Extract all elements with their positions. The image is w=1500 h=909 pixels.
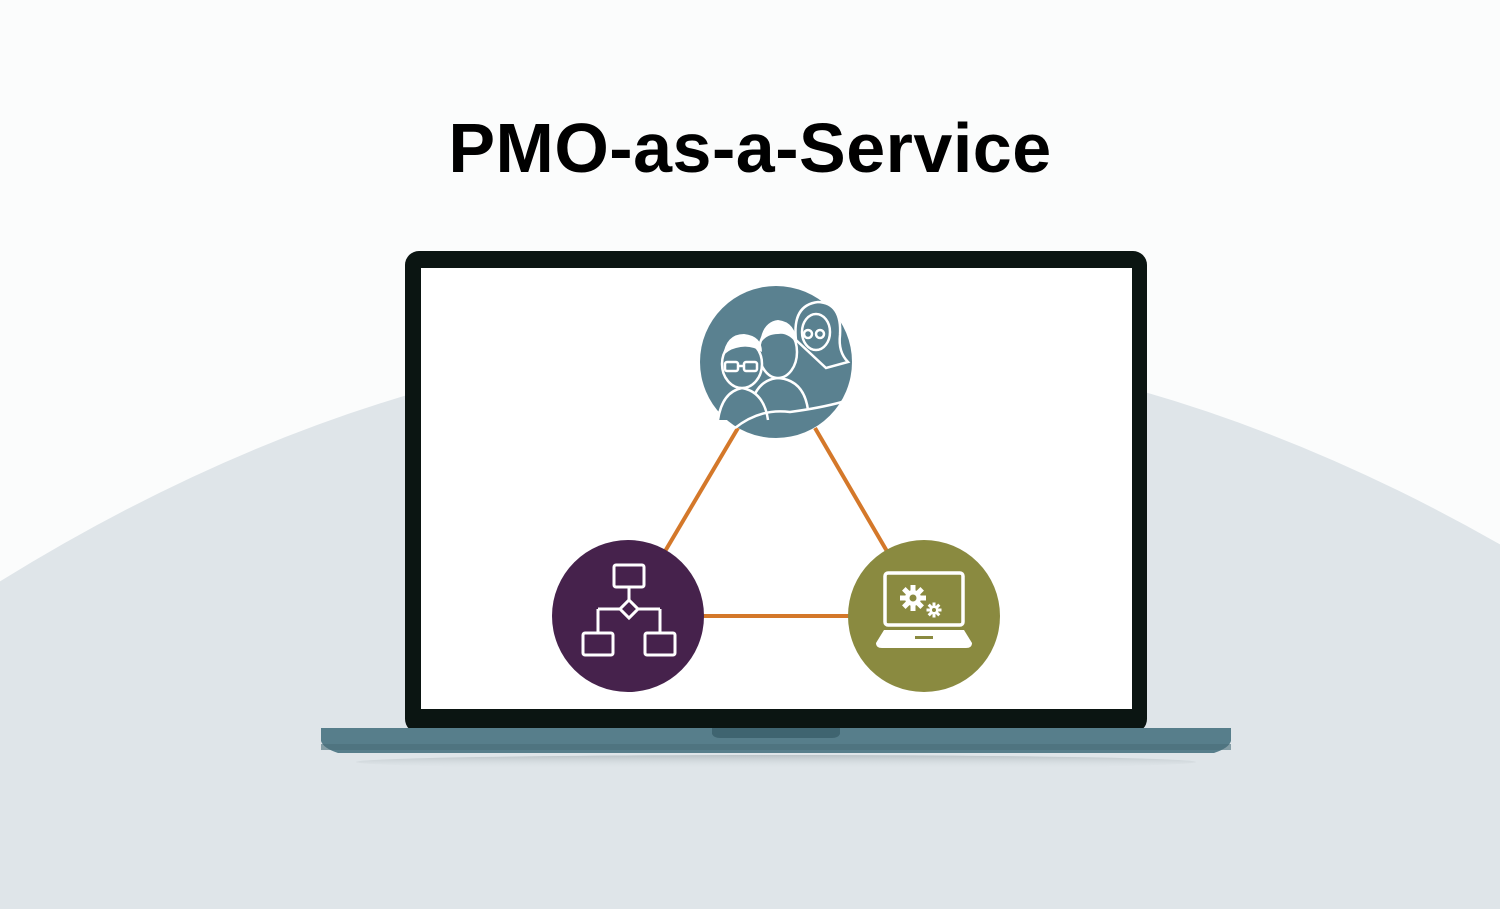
connector-lines	[662, 426, 890, 618]
connector-people-process	[662, 426, 740, 555]
people-group-icon	[716, 300, 851, 429]
people-node	[700, 286, 852, 438]
laptop-shadow	[356, 755, 1196, 769]
laptop-base-edge	[321, 744, 1231, 750]
page-title: PMO-as-a-Service	[448, 109, 1052, 187]
laptop-gears-icon	[876, 571, 972, 648]
technology-node-circle	[848, 540, 1000, 692]
technology-node	[848, 540, 1000, 692]
connector-people-technology	[813, 426, 890, 555]
laptop-notch	[712, 728, 840, 738]
process-node	[552, 540, 704, 692]
flowchart-icon	[581, 563, 677, 657]
